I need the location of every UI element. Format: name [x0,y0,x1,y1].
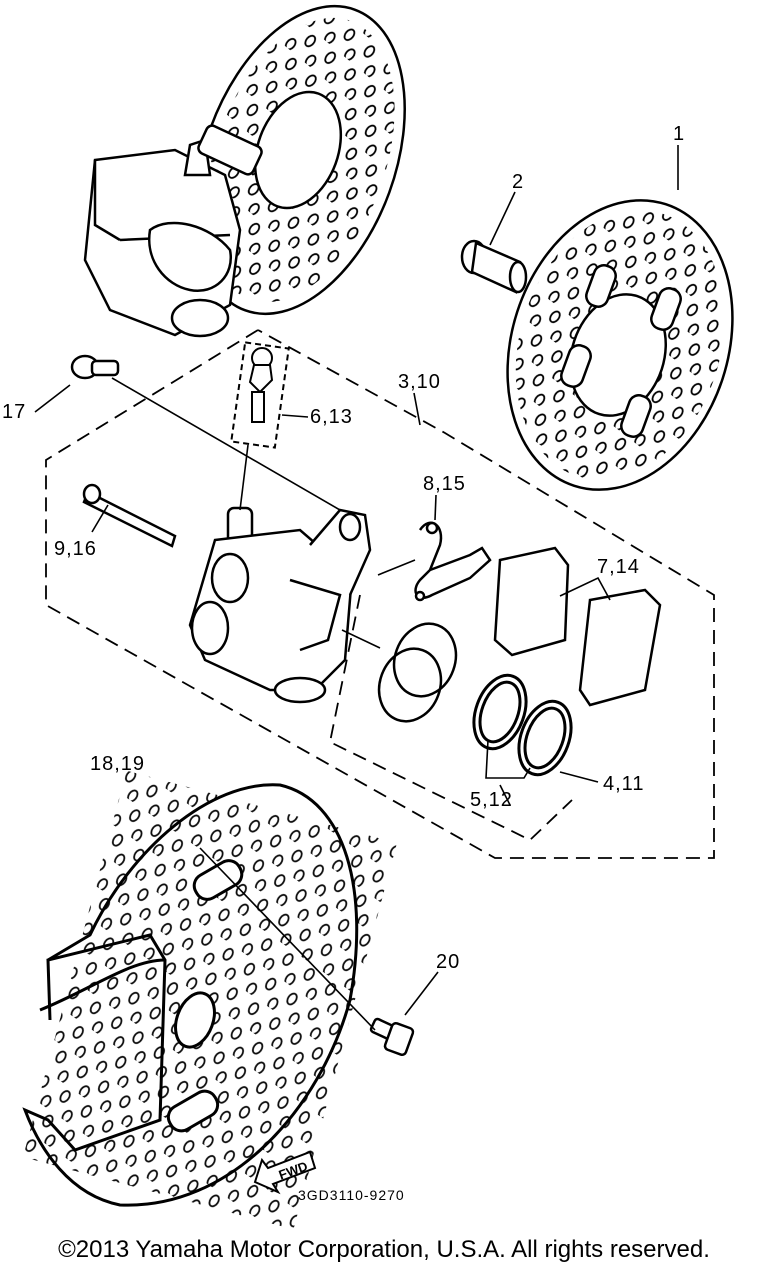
callout-8-15: 8,15 [423,473,466,495]
callout-9-16: 9,16 [54,538,97,560]
callout-20: 20 [436,951,460,973]
bleed-screw-part [231,342,288,447]
disc-bolt-part [462,241,526,292]
callout-4-11: 4,11 [603,773,644,795]
callout-2: 2 [512,171,524,193]
pad-pin-part [84,485,175,546]
piston-part [369,615,466,730]
callout-3-10: 3,10 [398,371,441,393]
drawing-code: 3GD3110-9270 [298,1187,405,1203]
caliper-body-part [190,508,370,702]
copyright-notice: ©2013 Yamaha Motor Corporation, U.S.A. A… [58,1236,710,1263]
callout-17: 17 [2,401,26,423]
callout-6-13: 6,13 [310,406,353,428]
pad-spring-part [416,523,490,600]
callout-1: 1 [673,123,685,145]
callout-5-12: 5,12 [470,789,513,811]
assembled-brake-illustration [85,0,444,343]
assembly-group-outline [46,330,714,858]
brake-disc-part [472,171,768,519]
brake-pads-part [495,548,660,705]
exploded-parts-diagram: FWD 1 2 3,10 17 6,13 8,15 9,16 7,14 18,1… [2,0,768,1230]
cover-bolt-part [370,1018,414,1056]
piston-seals-part [464,668,580,782]
callout-7-14: 7,14 [597,556,640,578]
callout-18-19: 18,19 [90,753,145,775]
disc-cover-part [23,770,397,1230]
bleeder-bolt-part [72,356,118,378]
leader-lines [35,145,678,1030]
